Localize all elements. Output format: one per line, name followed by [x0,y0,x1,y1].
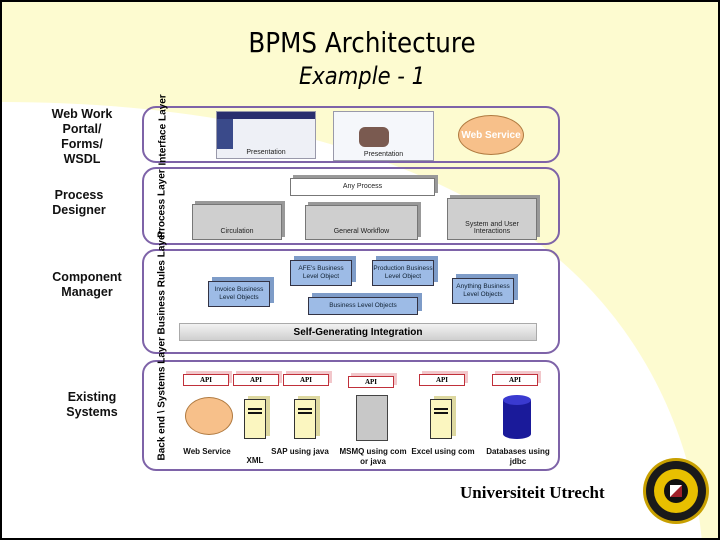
system-label: Web Service [183,447,231,456]
msmq-machine-icon [356,395,388,441]
process-layer [142,167,560,245]
self-generating-integration-bar: Self-Generating Integration [179,323,537,341]
university-seal-logo [643,458,709,524]
api-box: API [492,374,538,386]
label-existing-systems: Existing Systems [66,390,118,419]
process-any-process: Any Process [290,178,435,196]
web-service-cloud-icon: Web Service [458,115,524,155]
api-box: API [419,374,465,386]
interface-layer-label: Interface Layer [157,94,169,166]
block-afes: AFE's Business Level Object [290,260,352,286]
block-anything: Anything Business Level Objects [452,278,514,304]
api-box: API [348,376,394,388]
system-label: SAP using java [271,447,329,456]
process-general-workflow: General Workflow [305,205,418,240]
business-rules-layer-label: Business Rules Layer [156,230,168,335]
backend-layer-label: Back end \ Systems Layer [156,337,168,461]
process-layer-label: Process Layer [156,169,168,238]
system-label: MSMQ using com or java [339,447,407,466]
api-box: API [183,374,229,386]
business-rules-layer [142,249,560,354]
block-invoice: Invoice Business Level Objects [208,281,270,307]
system-label: Excel using com [411,447,475,456]
database-icon [503,395,531,439]
block-production: Production Business Level Object [372,260,434,286]
presentation-screenshot-1: Presentation [216,111,316,159]
slide-title: BPMS Architecture [248,26,476,59]
api-box: API [233,374,279,386]
process-circulation: Circulation [192,204,282,240]
label-process-designer: Process Designer [52,188,106,217]
slide-subtitle: Example - 1 [298,62,426,90]
label-component-manager: Component Manager [52,270,122,299]
api-box: API [283,374,329,386]
interface-layer [142,106,560,163]
presentation-screenshot-2: Presentation [333,111,434,161]
xml-server-icon [244,399,266,439]
university-name: Universiteit Utrecht [460,483,605,502]
backend-systems-layer [142,360,560,471]
excel-server-icon [430,399,452,439]
block-business-level-objects: Business Level Objects [308,297,418,315]
system-label: Databases using jdbc [486,447,550,466]
process-system-user-interactions: System and User Interactions [447,198,537,240]
system-label: XML [246,456,264,465]
sap-server-icon [294,399,316,439]
web-service-cloud-icon [185,397,233,435]
label-web-work-portal: Web Work Portal/ Forms/ WSDL [51,107,113,166]
